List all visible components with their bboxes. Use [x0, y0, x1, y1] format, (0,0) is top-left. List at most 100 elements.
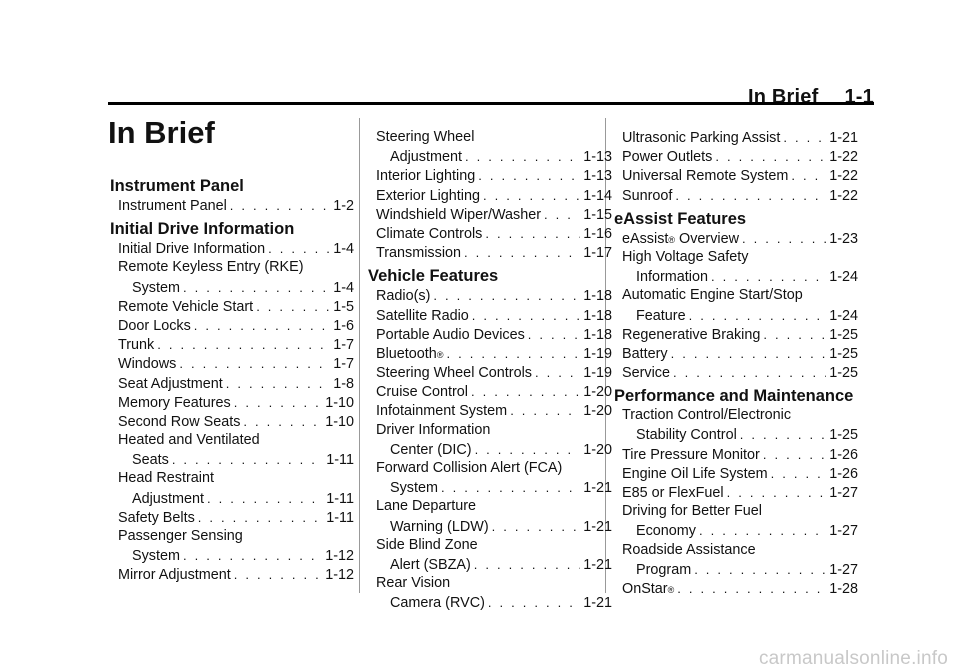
- toc-entry[interactable]: High Voltage SafetyInformation1-24: [614, 248, 858, 286]
- dot-leader: [492, 517, 581, 536]
- toc-page-number: 1-25: [829, 365, 858, 382]
- toc-entry-title: Remote Keyless Entry (RKE): [118, 259, 304, 276]
- toc-page-number: 1-22: [829, 149, 858, 166]
- toc-entry[interactable]: Safety Belts1-11: [110, 508, 354, 527]
- toc-page-number: 1-7: [333, 337, 354, 354]
- toc-entry-title: Instrument Panel: [118, 198, 227, 214]
- toc-entry-line: Second Row Seats1-10: [118, 412, 354, 431]
- toc-page-number: 1-13: [583, 168, 612, 185]
- toc-entry[interactable]: Initial Drive Information1-4: [110, 239, 354, 258]
- toc-entry-line: Adjustment1-13: [376, 147, 612, 166]
- toc-entry[interactable]: Remote Vehicle Start1-5: [110, 297, 354, 316]
- toc-entry[interactable]: Steering WheelAdjustment1-13: [368, 128, 612, 166]
- toc-entry-line: High Voltage Safety: [622, 248, 858, 267]
- dot-leader: [699, 521, 826, 540]
- toc-entry[interactable]: Transmission1-17: [368, 243, 612, 262]
- toc-entry[interactable]: Radio(s)1-18: [368, 286, 612, 305]
- toc-entry[interactable]: Regenerative Braking1-25: [614, 325, 858, 344]
- toc-entry[interactable]: eAssist® Overview1-23: [614, 229, 858, 248]
- toc-entry-title: Bluetooth: [376, 345, 437, 362]
- toc-entry[interactable]: Windshield Wiper/Washer1-15: [368, 205, 612, 224]
- toc-entry-title: Traction Control/Electronic: [622, 407, 792, 424]
- toc-entry-title: Interior Lighting: [376, 168, 476, 185]
- toc-entry[interactable]: Heated and VentilatedSeats1-11: [110, 431, 354, 469]
- toc-entry[interactable]: E85 or FlexFuel1-27: [614, 483, 858, 502]
- toc-entry-title: Center (DIC): [390, 441, 472, 458]
- toc-entry[interactable]: Exterior Lighting 1-14: [368, 186, 612, 205]
- toc-entry[interactable]: Steering Wheel Controls1-19: [368, 363, 612, 382]
- toc-entry-title: Exterior Lighting: [376, 187, 480, 204]
- toc-entry[interactable]: Engine Oil Life System1-26: [614, 464, 858, 483]
- toc-entry-title: Program: [636, 561, 692, 578]
- toc-entry-title: Information: [636, 269, 708, 286]
- toc-entry[interactable]: Windows1-7: [110, 354, 354, 373]
- dot-leader: [446, 344, 580, 363]
- toc-entry-line: Service 1-25: [622, 363, 858, 382]
- dot-leader: [243, 412, 322, 431]
- toc-entry-title: E85 or FlexFuel: [622, 485, 724, 501]
- toc-entry-line: Memory Features1-10: [118, 393, 354, 412]
- dot-leader: [544, 205, 580, 224]
- toc-entry[interactable]: Remote Keyless Entry (RKE)System1-4: [110, 258, 354, 296]
- toc-entry-line: Heated and Ventilated: [118, 431, 354, 450]
- toc-entry-line: Cruise Control1-20: [376, 382, 612, 401]
- toc-entry[interactable]: Infotainment System1-20: [368, 401, 612, 420]
- toc-page-number: 1-12: [325, 567, 354, 584]
- toc-entry[interactable]: Interior Lighting 1-13: [368, 166, 612, 185]
- toc-entry-title: Camera (RVC): [390, 595, 485, 612]
- dot-leader: [510, 401, 580, 420]
- toc-entry[interactable]: Tire Pressure Monitor1-26: [614, 445, 858, 464]
- toc-page-number: 1-25: [829, 345, 858, 362]
- toc-page-number: 1-21: [829, 130, 858, 146]
- toc-entry[interactable]: Second Row Seats1-10: [110, 412, 354, 431]
- toc-entry[interactable]: Head RestraintAdjustment1-11: [110, 469, 354, 507]
- toc-entry[interactable]: Door Locks1-6: [110, 316, 354, 335]
- toc-entry[interactable]: Power Outlets1-22: [614, 147, 858, 166]
- toc-entry-title: Economy: [636, 523, 696, 540]
- section-heading: Vehicle Features: [368, 267, 499, 286]
- toc-entry[interactable]: Driving for Better FuelEconomy1-27: [614, 502, 858, 540]
- dot-leader: [230, 196, 330, 215]
- dot-leader: [791, 166, 826, 185]
- dot-leader: [673, 363, 826, 382]
- column-divider: [605, 118, 606, 593]
- toc-entry[interactable]: Instrument Panel1-2: [110, 196, 354, 215]
- toc-entry[interactable]: Trunk1-7: [110, 335, 354, 354]
- toc-entry[interactable]: Battery1-25: [614, 344, 858, 363]
- toc-entry[interactable]: Roadside AssistanceProgram1-27: [614, 541, 858, 579]
- toc-entry[interactable]: Sunroof1-22: [614, 186, 858, 205]
- toc-page-number: 1-14: [583, 187, 612, 204]
- toc-entry[interactable]: Ultrasonic Parking Assist1-21: [614, 128, 858, 147]
- toc-page-number: 1-7: [333, 356, 354, 373]
- dot-leader: [535, 363, 580, 382]
- toc-entry[interactable]: Forward Collision Alert (FCA)System1-21: [368, 459, 612, 497]
- toc-page-number: 1-5: [333, 298, 354, 315]
- toc-entry-title: Driving for Better Fuel: [622, 503, 762, 520]
- toc-entry[interactable]: Memory Features1-10: [110, 393, 354, 412]
- toc-entry[interactable]: Climate Controls1-16: [368, 224, 612, 243]
- toc-entry-line: Center (DIC) 1-20: [376, 440, 612, 459]
- toc-entry[interactable]: Passenger SensingSystem1-12: [110, 527, 354, 565]
- toc-entry[interactable]: Universal Remote System1-22: [614, 166, 858, 185]
- toc-entry[interactable]: Cruise Control1-20: [368, 382, 612, 401]
- toc-entry[interactable]: Bluetooth®1-19: [368, 344, 612, 363]
- toc-entry-line: Windshield Wiper/Washer1-15: [376, 205, 612, 224]
- toc-entry[interactable]: OnStar®1-28: [614, 579, 858, 598]
- toc-entry[interactable]: Service 1-25: [614, 363, 858, 382]
- toc-page-number: 1-20: [583, 441, 612, 458]
- dot-leader: [727, 483, 827, 502]
- toc-entry-line: Driver Information: [376, 421, 612, 440]
- toc-entry[interactable]: Mirror Adjustment1-12: [110, 565, 354, 584]
- toc-entry[interactable]: Automatic Engine Start/StopFeature1-24: [614, 286, 858, 324]
- toc-entry[interactable]: Portable Audio Devices1-18: [368, 325, 612, 344]
- toc-entry[interactable]: Seat Adjustment1-8: [110, 374, 354, 393]
- toc-entry[interactable]: Satellite Radio1-18: [368, 306, 612, 325]
- toc-entry-title: Service: [622, 365, 670, 382]
